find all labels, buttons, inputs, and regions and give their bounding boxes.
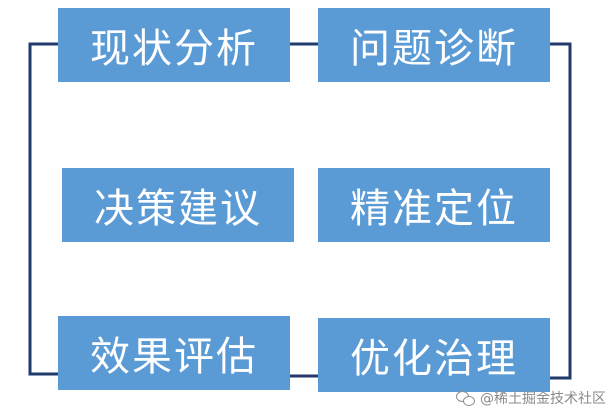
box-decision-suggestion: 决策建议 bbox=[62, 168, 294, 242]
box-current-analysis: 现状分析 bbox=[58, 8, 290, 82]
box-precise-positioning: 精准定位 bbox=[318, 168, 550, 242]
wechat-icon bbox=[456, 391, 475, 406]
box-effect-evaluation: 效果评估 bbox=[58, 316, 290, 390]
box-optimization-governance: 优化治理 bbox=[318, 318, 550, 392]
watermark-text: @稀土掘金技术社区 bbox=[480, 391, 606, 407]
box-problem-diagnosis: 问题诊断 bbox=[318, 8, 550, 82]
watermark: @稀土掘金技术社区 bbox=[456, 388, 606, 408]
connector-right bbox=[550, 42, 572, 380]
connector-left bbox=[28, 42, 58, 376]
